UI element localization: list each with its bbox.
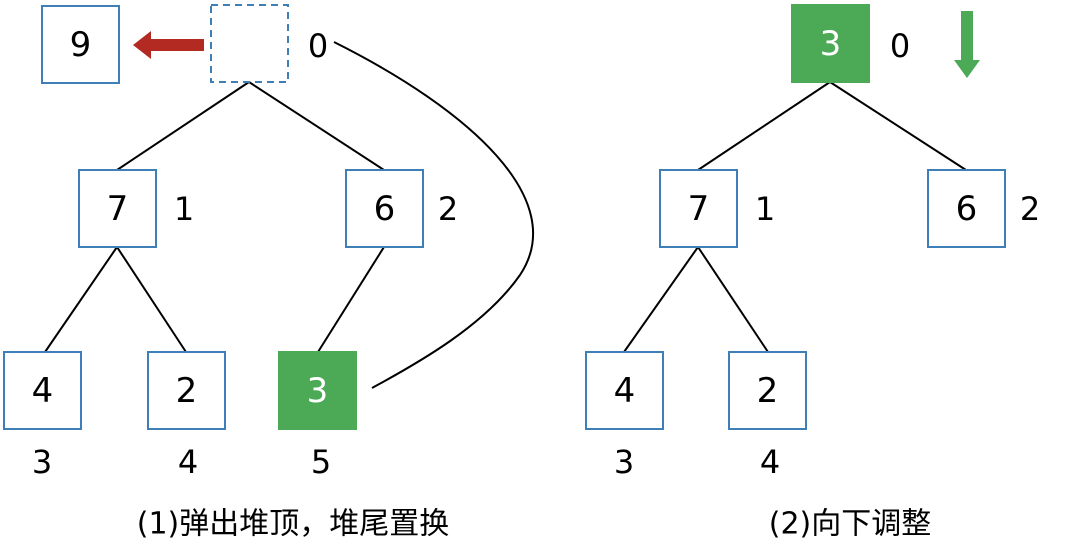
edge-0-2 (248, 81, 385, 171)
node-index-1: 1 (174, 190, 194, 228)
node-index-0: 0 (890, 27, 910, 65)
swap-curve (333, 41, 534, 389)
heap-node-0: 3 (791, 4, 870, 83)
svg-text:2: 2 (757, 371, 779, 411)
left-arrow-icon (133, 31, 204, 59)
heap-node-3: 4 (585, 351, 664, 430)
down-arrow-icon (954, 11, 980, 78)
panel-caption: (1)弹出堆顶，堆尾置换 (137, 507, 450, 542)
edge-1-3 (44, 246, 118, 353)
heap-node-1: 7 (659, 169, 738, 248)
edge-1-4 (116, 246, 187, 353)
edge-1-3 (623, 246, 699, 353)
svg-text:3: 3 (307, 371, 329, 411)
node-index-5: 5 (311, 443, 331, 481)
svg-text:6: 6 (956, 189, 978, 229)
node-index-3: 3 (614, 443, 634, 481)
edge-0-2 (829, 81, 967, 171)
svg-text:4: 4 (32, 371, 54, 411)
edge-2-5 (317, 246, 385, 353)
edge-1-4 (697, 246, 769, 353)
node-index-4: 4 (178, 443, 198, 481)
panel-caption: (2)向下调整 (769, 507, 932, 542)
node-index-4: 4 (760, 443, 780, 481)
node-index-2: 2 (438, 190, 458, 228)
node-index-0: 0 (308, 27, 328, 65)
svg-text:7: 7 (688, 189, 710, 229)
panel-pop-and-swap: 9 0 7 1 6 2 4 3 2 4 (3, 4, 534, 542)
svg-text:9: 9 (70, 25, 92, 65)
svg-text:3: 3 (820, 24, 842, 64)
heap-node-2: 6 (927, 169, 1006, 248)
heap-node-4: 2 (147, 351, 226, 430)
svg-text:7: 7 (107, 189, 129, 229)
svg-text:4: 4 (614, 371, 636, 411)
heap-node-2: 6 (345, 169, 424, 248)
heap-node-4: 2 (728, 351, 807, 430)
heap-node-3: 4 (3, 351, 82, 430)
svg-text:6: 6 (374, 189, 396, 229)
svg-text:2: 2 (176, 371, 198, 411)
heap-node-5: 3 (278, 351, 357, 430)
node-index-1: 1 (755, 190, 775, 228)
edge-0-1 (116, 81, 250, 171)
edge-0-1 (697, 81, 831, 171)
popped-node: 9 (41, 5, 120, 84)
heap-node-0 (210, 4, 289, 83)
node-index-3: 3 (32, 443, 52, 481)
heap-node-1: 7 (78, 169, 157, 248)
node-index-2: 2 (1020, 190, 1040, 228)
panel-sift-down: 3 0 7 1 6 2 4 3 2 4 (2)向下调整 (585, 4, 1040, 542)
